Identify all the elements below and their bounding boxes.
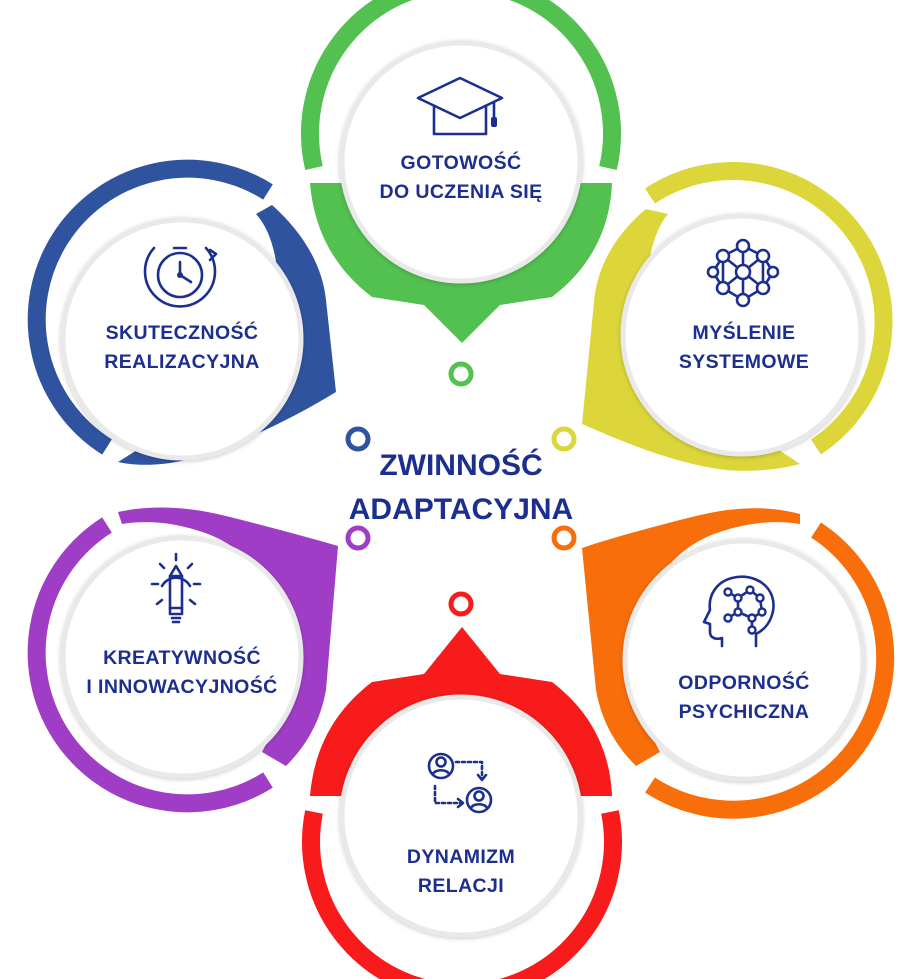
- node-upper-right-inner-circle: [620, 213, 864, 457]
- brain-head-icon: [702, 575, 775, 648]
- node-upper-left-label-line2: REALIZACYJNA: [104, 351, 259, 373]
- node-bottom-inner-circle: [339, 694, 583, 938]
- node-lower-right-label-line2: PSYCHICZNA: [679, 701, 810, 723]
- center-title-line2: ADAPTACYJNA: [349, 493, 573, 526]
- node-bottom-connector-dot: [448, 591, 474, 617]
- node-lower-right: ODPORNOŚĆ PSYCHICZNA: [551, 508, 895, 819]
- stopwatch-icon: [143, 246, 218, 308]
- node-upper-right-ring: [645, 162, 893, 455]
- node-top-label-line2: DO UCZENIA SIĘ: [379, 181, 542, 203]
- node-lower-left-ring: [27, 517, 273, 813]
- node-upper-left-label-line1: SKUTECZNOŚĆ: [106, 320, 259, 344]
- node-top: GOTOWOŚĆ DO UCZENIA SIĘ: [301, 0, 621, 387]
- node-lower-left-label-line1: KREATYWNOŚĆ: [103, 645, 261, 669]
- node-lower-right-connector-dot: [551, 525, 577, 551]
- node-upper-right: MYŚLENIE SYSTEMOWE: [551, 162, 893, 471]
- node-lower-right-ring: [645, 522, 895, 819]
- node-top-connector-dot: [448, 361, 474, 387]
- node-upper-left: SKUTECZNOŚĆ REALIZACYJNA: [27, 159, 371, 465]
- node-upper-right-label-line2: SYSTEMOWE: [679, 351, 809, 373]
- network-icon: [706, 238, 780, 308]
- node-top-label-line1: GOTOWOŚĆ: [401, 150, 522, 174]
- node-lower-right-label-line1: ODPORNOŚĆ: [678, 670, 809, 694]
- node-top-inner-circle: [339, 40, 583, 284]
- node-lower-left-connector-dot: [345, 525, 371, 551]
- node-upper-left-inner-circle: [60, 217, 304, 461]
- node-lower-left-inner-circle: [60, 535, 304, 779]
- people-exchange-icon: [427, 752, 493, 814]
- graduation-cap-icon: [416, 76, 504, 136]
- node-bottom-label-line1: DYNAMIZM: [407, 846, 515, 868]
- node-lower-left: KREATYWNOŚĆ I INNOWACYJNOŚĆ: [27, 507, 371, 813]
- node-lower-left-label-line2: I INNOWACYJNOŚĆ: [86, 674, 277, 698]
- center-title: ZWINNOŚĆ ADAPTACYJNA: [349, 448, 573, 526]
- node-upper-right-connector-dot: [551, 426, 577, 452]
- node-bottom-label-line2: RELACJI: [418, 875, 504, 897]
- center-title-line1: ZWINNOŚĆ: [379, 448, 542, 482]
- node-bottom: DYNAMIZM RELACJI: [302, 591, 622, 979]
- node-lower-right-inner-circle: [622, 538, 866, 782]
- node-bottom-ring: [302, 810, 622, 979]
- node-upper-right-label-line1: MYŚLENIE: [693, 320, 796, 344]
- node-upper-left-ring: [27, 159, 273, 455]
- node-upper-right-pointer: [582, 209, 800, 471]
- node-upper-left-connector-dot: [345, 426, 371, 452]
- pencil-idea-icon: [150, 552, 202, 624]
- node-top-ring: [301, 0, 621, 171]
